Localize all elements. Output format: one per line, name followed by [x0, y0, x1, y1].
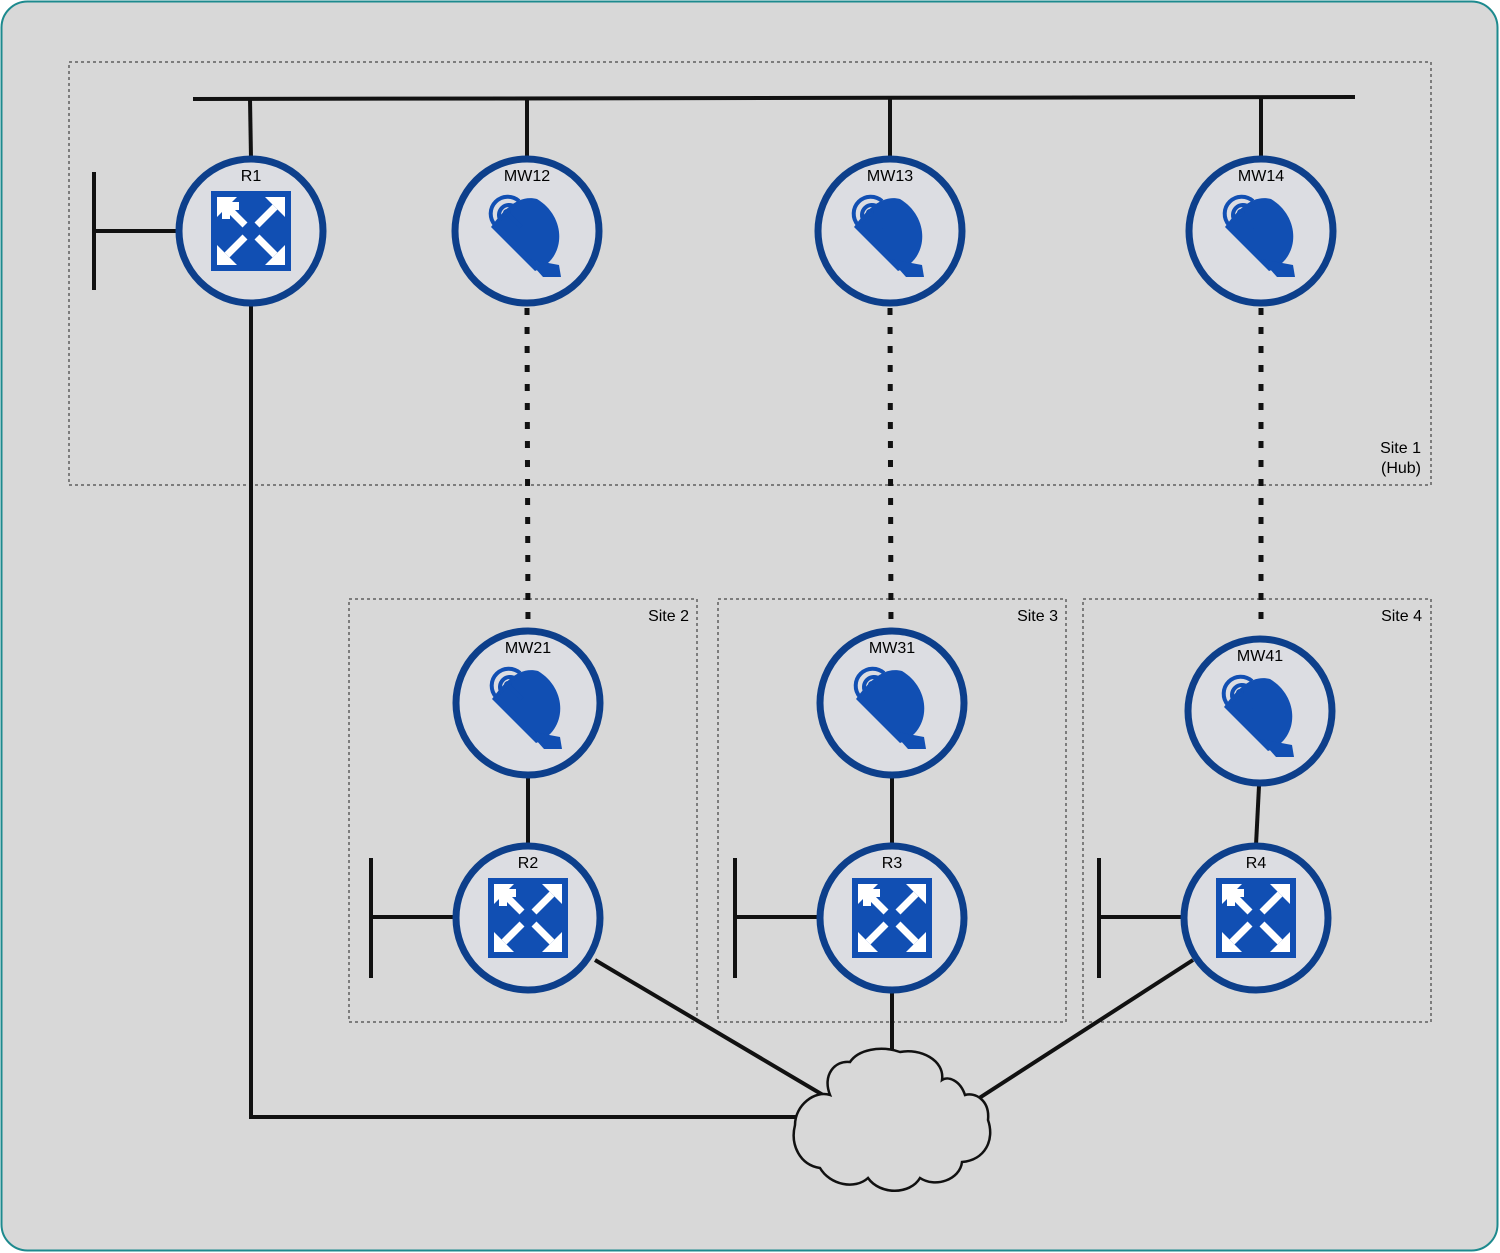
microwave-mw41[interactable]: MW41: [1184, 635, 1336, 787]
link-mw12-mw21: [524, 307, 531, 629]
router-icon: [488, 878, 568, 958]
link-mw13-mw31: [887, 307, 894, 629]
link-mw41-r4: [1254, 785, 1261, 846]
router-icon: [1216, 878, 1296, 958]
device-label-mw14: MW14: [1238, 168, 1284, 185]
router-r1[interactable]: R1: [175, 155, 327, 307]
router-r2[interactable]: R2: [452, 842, 604, 994]
device-label-r1: R1: [241, 168, 262, 185]
site-2-label: Site 2: [648, 608, 689, 625]
device-label-mw41: MW41: [1237, 648, 1283, 665]
microwave-mw14[interactable]: MW14: [1185, 155, 1337, 307]
device-label-mw31: MW31: [869, 640, 915, 657]
site-4-boundary: [1082, 598, 1432, 1023]
site-3-label: Site 3: [1017, 608, 1058, 625]
lan-stub-r2: [369, 858, 455, 978]
lan-stub-r3: [733, 858, 818, 978]
microwave-mw12[interactable]: MW12: [451, 155, 603, 307]
lan-stub-r4: [1097, 858, 1183, 978]
lan-stub-r1: [92, 172, 178, 290]
device-label-mw21: MW21: [505, 640, 551, 657]
device-label-r3: R3: [882, 855, 903, 872]
router-icon: [852, 878, 932, 958]
site-2-boundary: [348, 598, 698, 1023]
router-r4[interactable]: R4: [1180, 842, 1332, 994]
site-4-label: Site 4: [1381, 608, 1422, 625]
link-r2-cloud: [593, 958, 830, 1100]
wan-cloud-icon: [792, 1047, 992, 1192]
router-icon: [211, 191, 291, 271]
link-r4-cloud: [968, 958, 1195, 1106]
link-r1-bus: [248, 98, 253, 159]
microwave-mw21[interactable]: MW21: [452, 627, 604, 779]
device-label-mw13: MW13: [867, 168, 913, 185]
microwave-mw13[interactable]: MW13: [814, 155, 966, 307]
router-r3[interactable]: R3: [816, 842, 968, 994]
device-label-mw12: MW12: [504, 168, 550, 185]
device-label-r4: R4: [1246, 855, 1267, 872]
link-r1-cloud: [249, 305, 800, 1119]
site-1-label: Site 1: [1380, 440, 1421, 457]
site-1-boundary: [68, 61, 1432, 486]
hub-bus-line: [192, 95, 1356, 101]
device-label-r2: R2: [518, 855, 539, 872]
site-1-sublabel: (Hub): [1381, 460, 1421, 477]
microwave-mw31[interactable]: MW31: [816, 627, 968, 779]
